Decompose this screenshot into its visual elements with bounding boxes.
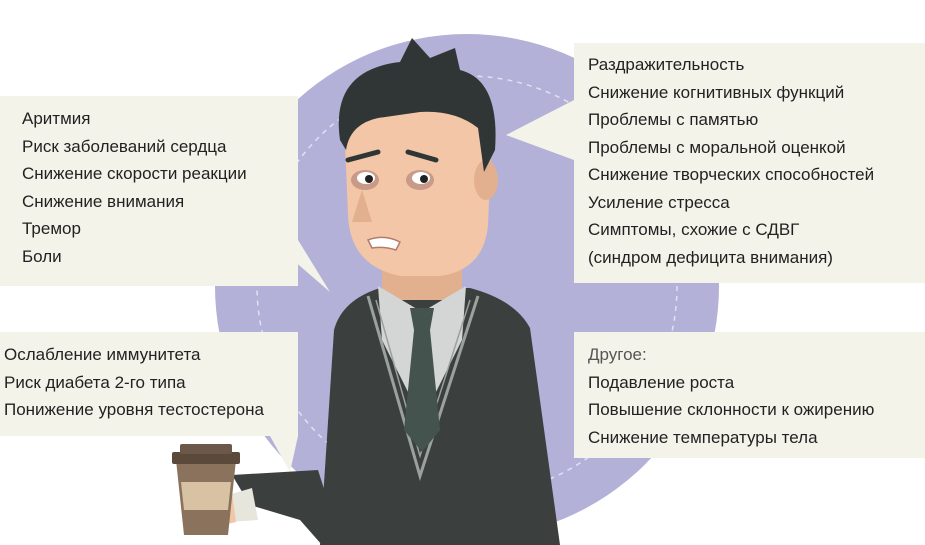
callout-item: Снижение внимания [22, 191, 185, 211]
callout-bottom-left-bubble [0, 332, 298, 472]
callout-item: Тремор [22, 219, 81, 238]
callout-item: Риск заболеваний сердца [22, 136, 227, 156]
callout-item: Ослабление иммунитета [4, 345, 201, 364]
callout-item: Снижение когнитивных функций [588, 82, 845, 102]
callout-bottom-left: Ослабление иммунитета Риск диабета 2-го … [4, 341, 264, 424]
callout-item: Раздражительность [588, 55, 745, 74]
man-icon [196, 38, 560, 545]
callout-item: Симптомы, схожие с СДВГ [588, 220, 800, 239]
callout-item: Усиление стресса [588, 192, 730, 212]
callout-item: Снижение творческих способностей [588, 165, 875, 184]
callout-item: Боли [22, 246, 62, 266]
callout-item: (синдром дефицита внимания) [588, 247, 833, 267]
callout-item: Подавление роста [588, 372, 735, 392]
callout-heading: Другое: [588, 345, 647, 364]
callout-item: Аритмия [22, 109, 91, 128]
dashed-ring [256, 75, 678, 497]
callout-top-right-bubble [506, 43, 925, 283]
callout-top-left-bubble [0, 96, 330, 292]
callout-top-left: Аритмия Риск заболеваний сердца Снижение… [22, 105, 247, 270]
callout-top-right: Раздражительность Снижение когнитивных ф… [588, 51, 874, 271]
coffee-cup-icon [172, 444, 240, 535]
callout-item: Повышение склонности к ожирению [588, 400, 875, 419]
callout-item: Проблемы с памятью [588, 110, 759, 129]
callout-item: Снижение скорости реакции [22, 164, 247, 183]
callout-item: Проблемы с моральной оценкой [588, 137, 846, 157]
callout-bottom-right: Другое: Подавление роста Повышение склон… [588, 341, 874, 451]
callout-item: Понижение уровня тестостерона [4, 400, 264, 419]
callout-item: Снижение температуры тела [588, 427, 818, 447]
callout-bottom-right-bubble [574, 332, 925, 458]
callout-item: Риск диабета 2-го типа [4, 372, 186, 392]
